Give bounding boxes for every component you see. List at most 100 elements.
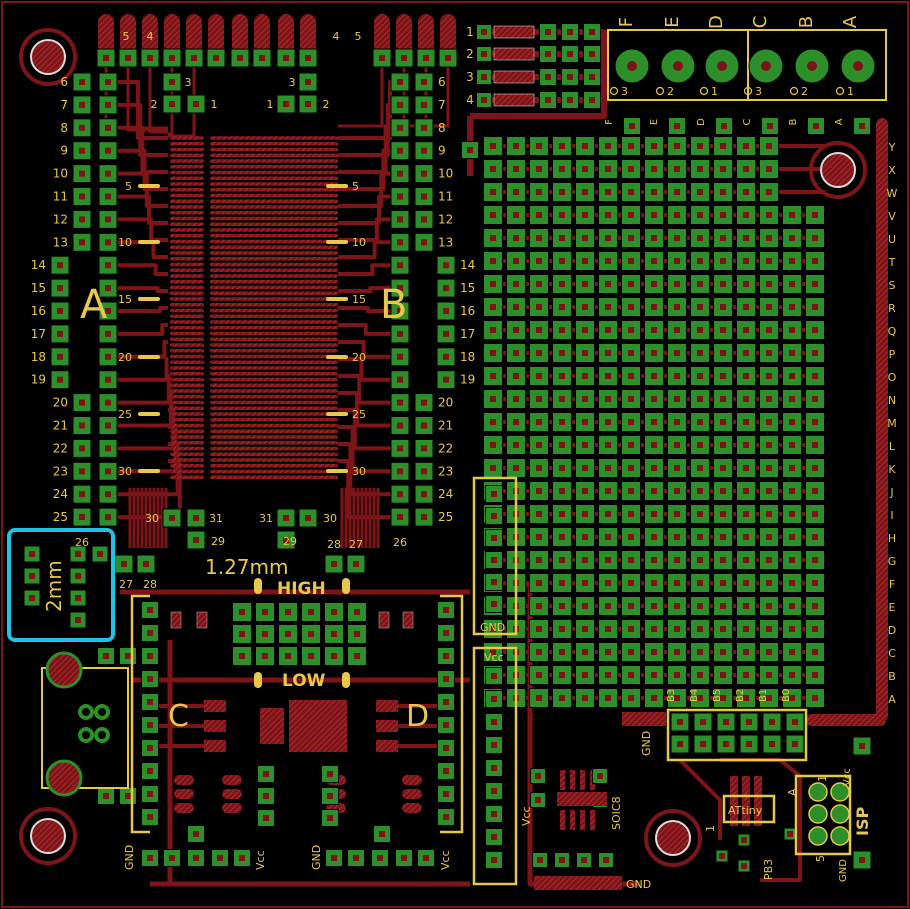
proto-pad-drill bbox=[536, 580, 542, 586]
side-pad-drill bbox=[545, 74, 551, 80]
L-pin-label-16: 16 bbox=[31, 304, 46, 318]
top-col-label-D: D bbox=[706, 15, 727, 29]
barrel-connector bbox=[41, 651, 129, 797]
top-finger bbox=[440, 14, 456, 54]
proto-pad-drill bbox=[582, 235, 588, 241]
top-finger bbox=[208, 14, 224, 54]
proto-pad-drill bbox=[812, 580, 818, 586]
proto-pad-drill bbox=[743, 281, 749, 287]
proto-pad-drill bbox=[513, 212, 519, 218]
proto-pad-drill bbox=[697, 511, 703, 517]
proto-pad-drill bbox=[697, 603, 703, 609]
side-pad-drill bbox=[567, 74, 573, 80]
R-pin-label-19: 19 bbox=[460, 373, 475, 387]
finger-left bbox=[170, 394, 204, 399]
isp-aux-pad-drill bbox=[859, 743, 865, 749]
finger-right bbox=[210, 239, 338, 244]
proto-pad-drill bbox=[513, 304, 519, 310]
bottom-pad-drill bbox=[283, 537, 289, 543]
header-2mm-pad-drill bbox=[75, 617, 81, 623]
top-pad-drill bbox=[213, 55, 219, 61]
proto-pad-drill bbox=[605, 557, 611, 563]
finger-left bbox=[170, 325, 204, 330]
R-header-pad-drill bbox=[397, 491, 403, 498]
proto-pad-drill bbox=[536, 258, 542, 264]
R-pin-label-12: 12 bbox=[438, 212, 453, 226]
finger-right bbox=[210, 348, 338, 353]
proto-pad-drill bbox=[605, 143, 611, 149]
proto-pad-drill bbox=[536, 212, 542, 218]
proto-pad-drill bbox=[582, 258, 588, 264]
side-pad-drill bbox=[545, 51, 551, 57]
gnd-header-pad-drill bbox=[491, 557, 497, 563]
gnd-label-bottom-mid: GND bbox=[310, 845, 323, 870]
L-header-pad-drill bbox=[79, 101, 85, 108]
proto-pad-drill bbox=[674, 649, 680, 655]
high-block-pad-drill bbox=[354, 609, 360, 615]
proto-pad-drill bbox=[559, 304, 565, 310]
finger-right bbox=[210, 199, 338, 204]
right-route-trace bbox=[338, 306, 400, 313]
finger-left bbox=[170, 228, 204, 232]
proto-pad-drill bbox=[490, 373, 496, 379]
finger-right bbox=[210, 256, 338, 261]
proto-pad-drill bbox=[743, 442, 749, 448]
R-header-pad-drill bbox=[421, 216, 427, 223]
finger-right bbox=[210, 435, 338, 439]
proto-pad-drill bbox=[605, 166, 611, 172]
proto-pad-drill bbox=[743, 189, 749, 195]
proto-pad-drill bbox=[697, 534, 703, 540]
proto-pad-drill bbox=[536, 189, 542, 195]
top-pad-drill bbox=[125, 55, 131, 61]
proto-pad-drill bbox=[559, 672, 565, 678]
proto-pad-drill bbox=[674, 327, 680, 333]
proto-pad-drill bbox=[766, 534, 772, 540]
bank-c-pad-drill bbox=[147, 814, 153, 820]
top-pin-right-3: 3 bbox=[289, 76, 296, 89]
header-2mm[interactable] bbox=[7, 528, 115, 642]
proto-pad-drill bbox=[651, 695, 657, 701]
R-pin-label-13: 13 bbox=[438, 235, 453, 249]
finger-right bbox=[210, 187, 338, 192]
proto-pad-drill bbox=[812, 281, 818, 287]
bottom-pin-right-29: 29 bbox=[283, 535, 297, 548]
proto-pad-drill bbox=[559, 465, 565, 471]
L-header-pad-drill bbox=[105, 147, 111, 154]
proto-pad-drill bbox=[490, 166, 496, 172]
finger-left bbox=[170, 141, 204, 146]
screw-pin-marker bbox=[655, 86, 665, 96]
grid-row-label-V: V bbox=[888, 210, 896, 223]
proto-pad-drill bbox=[605, 488, 611, 494]
L-pin-label-22: 22 bbox=[53, 441, 68, 455]
gnd-label-bottom-right: GND bbox=[626, 878, 651, 891]
proto-pad-drill bbox=[628, 649, 634, 655]
top-finger bbox=[142, 14, 158, 54]
screw-terminal bbox=[607, 29, 887, 101]
finger-right bbox=[210, 331, 338, 336]
bottom-row-pad-drill bbox=[193, 855, 199, 861]
proto-pad-drill bbox=[559, 373, 565, 379]
soic-lead bbox=[580, 810, 585, 830]
top-route bbox=[168, 58, 196, 138]
proto-pad-drill bbox=[605, 626, 611, 632]
top-pad-drill bbox=[379, 55, 385, 61]
proto-pad-drill bbox=[559, 442, 565, 448]
proto-pad-drill bbox=[720, 166, 726, 172]
proto-pad-drill bbox=[628, 580, 634, 586]
finger-right bbox=[210, 279, 338, 284]
R-header-pad-drill bbox=[443, 308, 449, 314]
proto-pad-drill bbox=[651, 281, 657, 287]
R-header-pad-drill bbox=[397, 101, 403, 108]
R-header-pad-drill bbox=[421, 239, 427, 246]
bottom-row-pad-drill bbox=[147, 855, 153, 861]
proto-pad-drill bbox=[743, 465, 749, 471]
bottom-row-pad-drill bbox=[353, 855, 359, 861]
finger-left bbox=[170, 331, 204, 336]
left-route-trace bbox=[108, 340, 168, 359]
proto-pad-drill bbox=[697, 166, 703, 172]
proto-pad-drill bbox=[536, 327, 542, 333]
finger-right bbox=[210, 475, 338, 480]
proto-pad-drill bbox=[789, 580, 795, 586]
top-pad-drill bbox=[169, 55, 175, 61]
b-pin-pad-drill bbox=[700, 719, 706, 725]
